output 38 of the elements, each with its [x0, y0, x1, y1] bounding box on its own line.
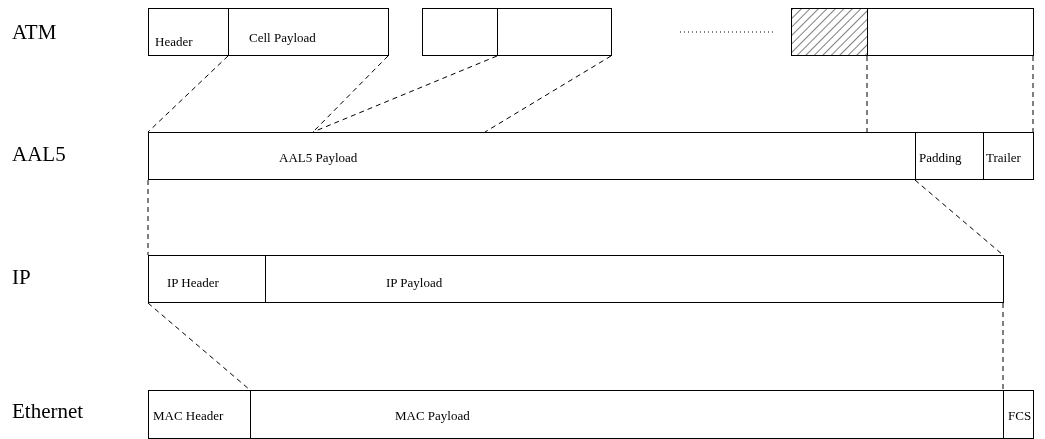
field-label: IP Payload	[386, 276, 443, 289]
dashed-line	[914, 179, 1004, 256]
dashed-line	[484, 55, 612, 133]
layer-label: AAL5	[12, 144, 66, 165]
field-box	[1003, 390, 1034, 439]
layer-label: Ethernet	[12, 401, 84, 422]
field-box	[148, 390, 251, 439]
field-label: FCS	[1008, 409, 1032, 422]
layer-label: ATM	[12, 22, 57, 43]
field-box	[148, 255, 266, 303]
field-box	[983, 132, 1034, 180]
cell-box	[867, 8, 1034, 56]
dashed-line	[147, 179, 149, 256]
field-box	[148, 8, 229, 56]
cell-box	[497, 8, 612, 56]
dashed-line	[1002, 302, 1004, 391]
field-label: Padding	[919, 151, 962, 164]
field-box	[228, 8, 389, 56]
dashed-line	[866, 55, 868, 133]
field-label: Cell Payload	[249, 31, 316, 44]
field-label: MAC Payload	[395, 409, 470, 422]
field-label: AAL5 Payload	[279, 151, 358, 164]
dashed-line	[1032, 55, 1034, 133]
dashed-line	[147, 55, 229, 133]
dashed-line	[147, 302, 251, 391]
field-box	[915, 132, 984, 180]
field-label: Trailer	[986, 151, 1021, 164]
field-label: IP Header	[167, 276, 219, 289]
dashed-line	[312, 55, 498, 133]
field-label: Header	[155, 35, 193, 48]
dashed-line	[312, 55, 389, 133]
layer-label: IP	[12, 267, 31, 288]
field-label: MAC Header	[153, 409, 224, 422]
field-box	[265, 255, 1004, 303]
cell-box	[422, 8, 498, 56]
cell-box	[791, 8, 868, 56]
field-box	[250, 390, 1004, 439]
field-box	[148, 132, 916, 180]
